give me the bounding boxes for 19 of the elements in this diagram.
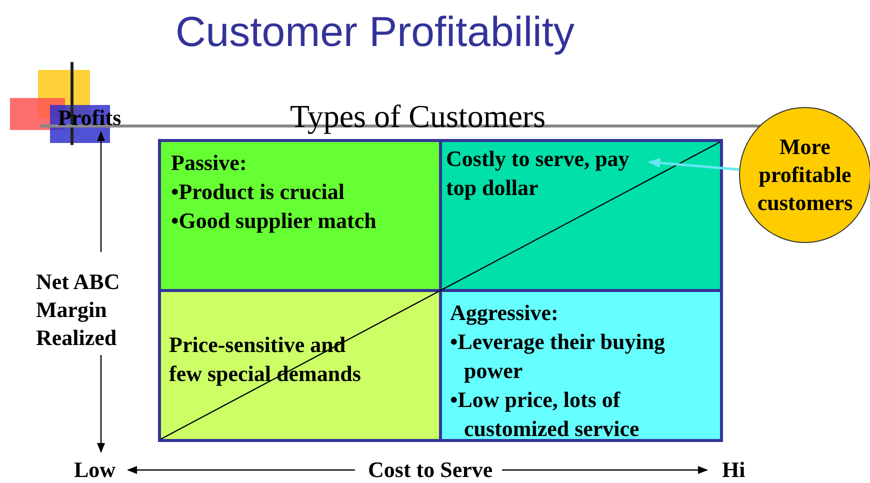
bullet-item: •Good supplier match [171, 207, 378, 235]
axis-label: Net ABC Margin Realized [36, 268, 121, 352]
slide-title: Customer Profitability [174, 8, 576, 56]
matrix-quadrant [158, 289, 442, 442]
axis-label: Hi [722, 456, 746, 483]
matrix-quadrant [158, 139, 442, 292]
bullet-item: •Product is crucial [171, 178, 346, 206]
callout-text: More profitable customers [756, 133, 854, 217]
quadrant-heading: Passive: [171, 149, 248, 177]
quadrant-heading: Aggressive: [450, 299, 560, 327]
matrix-quadrant [439, 289, 723, 442]
axis-label: Low [74, 456, 116, 483]
matrix-quadrant [439, 139, 723, 292]
matrix-heading: Types of Customers [290, 98, 546, 134]
arrow [648, 158, 740, 171]
bullet-item: •Leverage their buying power [450, 328, 666, 385]
axis-label: Cost to Serve [368, 456, 493, 483]
bullet-item: •Low price, lots of customized service [450, 386, 640, 443]
quadrant-text: Costly to serve, pay top dollar [446, 145, 630, 202]
